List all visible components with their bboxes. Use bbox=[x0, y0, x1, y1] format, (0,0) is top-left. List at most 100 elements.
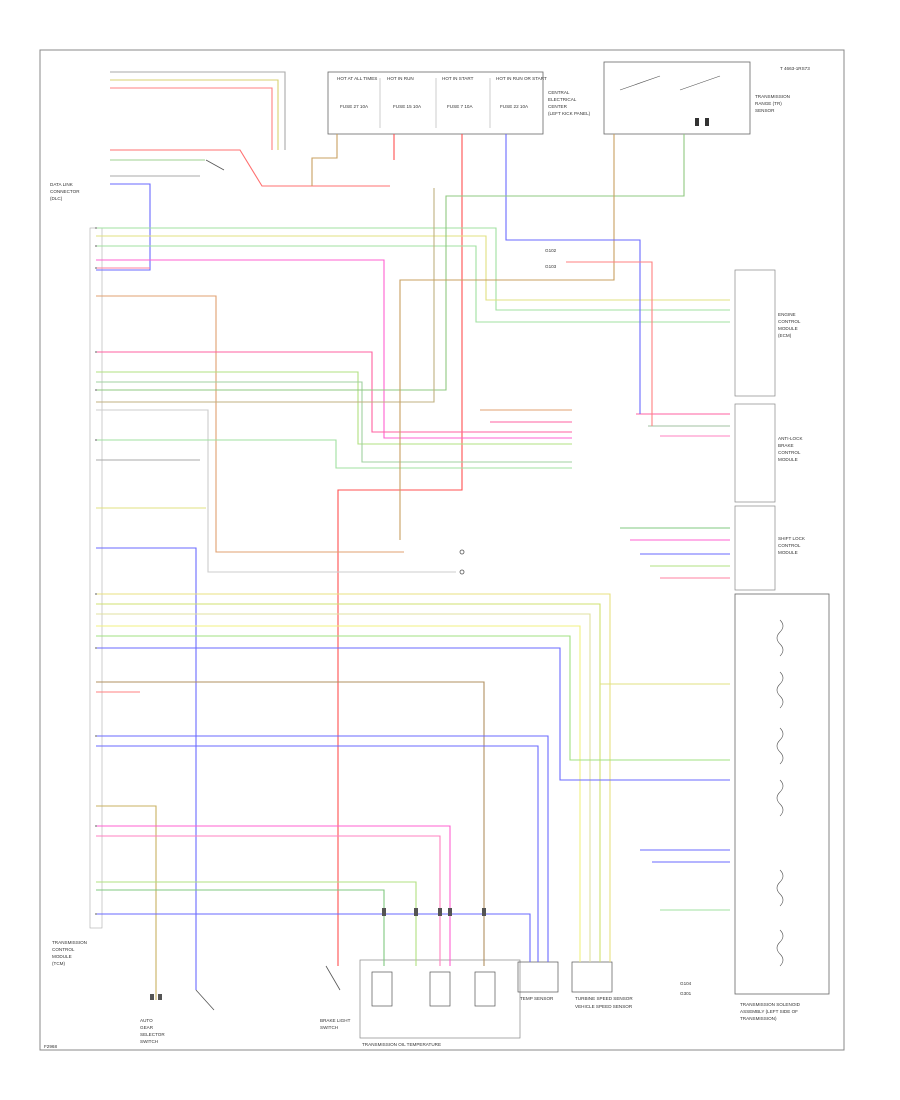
fuse-panel: HOT AT ALL TIMES HOT IN RUN HOT IN START… bbox=[327, 71, 547, 135]
ecm-label-2: CONTROL bbox=[778, 319, 801, 324]
tcm-label-3: MODULE bbox=[52, 954, 72, 959]
wire bbox=[96, 371, 572, 445]
wire bbox=[96, 745, 539, 962]
bottom-label-4: SWITCH bbox=[140, 1039, 158, 1044]
wire bbox=[96, 681, 485, 966]
bottom-label-2: GEAR bbox=[140, 1025, 154, 1030]
wire bbox=[96, 227, 730, 311]
ground-label-3: G104 bbox=[680, 981, 692, 986]
wire bbox=[337, 134, 463, 966]
wire bbox=[96, 735, 549, 962]
fuse-hot-label-4: HOT IN RUN OR START bbox=[496, 76, 547, 81]
wire bbox=[96, 625, 581, 962]
bottom-label-7: TRANSMISSION OIL TEMPERATURE bbox=[362, 1042, 441, 1047]
wire bbox=[96, 889, 385, 966]
speed-sensor-box bbox=[474, 971, 496, 1007]
wire bbox=[96, 805, 157, 1000]
dlc-label-3: (DLC) bbox=[50, 196, 63, 201]
bottom-label-5: BRAKE LIGHT bbox=[320, 1018, 351, 1023]
shiftlock-label-2: CONTROL bbox=[778, 543, 801, 548]
dlc-label-2: CONNECTOR bbox=[50, 189, 80, 194]
wire bbox=[96, 593, 611, 962]
bottom-connectors bbox=[150, 908, 486, 1000]
bottom-label-8: TEMP SENSOR bbox=[520, 996, 554, 1001]
wire bbox=[96, 409, 456, 573]
fuse-hot-label-2: HOT IN RUN bbox=[387, 76, 414, 81]
figure-code: F2968 bbox=[44, 1044, 57, 1049]
trs-label-2: RANGE (TR) bbox=[755, 101, 782, 106]
wire bbox=[399, 134, 615, 540]
fuse-hot-label-3: HOT IN START bbox=[442, 76, 474, 81]
solenoid-label-2: ASSEMBLY (LEFT SIDE OF bbox=[740, 1009, 798, 1014]
diagram-border bbox=[39, 49, 845, 1051]
wire bbox=[96, 295, 404, 553]
wire bbox=[96, 635, 730, 761]
fuse-panel-name-4: (LEFT KICK PANEL) bbox=[548, 111, 591, 116]
trs-label-3: SENSOR bbox=[755, 108, 775, 113]
ecm-label-3: MODULE bbox=[778, 326, 798, 331]
fuse-panel-name-3: CENTER bbox=[548, 104, 568, 109]
tcm-label-2: CONTROL bbox=[52, 947, 75, 952]
fuse-hot-label-1: HOT AT ALL TIMES bbox=[337, 76, 377, 81]
wire bbox=[566, 261, 653, 426]
page-code: T 4663-1RS73 bbox=[780, 66, 810, 71]
bottom-label-10: VEHICLE SPEED SENSOR bbox=[575, 1004, 633, 1009]
wire bbox=[96, 835, 441, 966]
wire bbox=[96, 183, 151, 271]
wire bbox=[96, 825, 451, 966]
wire bbox=[96, 913, 531, 962]
ground-label-1: G102 bbox=[545, 248, 557, 253]
wire bbox=[96, 603, 601, 962]
wire bbox=[96, 351, 572, 433]
tcm-label-4: (TCM) bbox=[52, 961, 65, 966]
tcm-label-1: TRANSMISSION bbox=[52, 940, 87, 945]
shiftlock-label-1: SHIFT LOCK bbox=[778, 536, 806, 541]
wire bbox=[110, 71, 286, 150]
wire bbox=[96, 245, 730, 323]
transmission-range-sensor bbox=[603, 61, 751, 135]
wire bbox=[96, 613, 591, 962]
temp-sensor-box bbox=[371, 971, 393, 1007]
abs-block bbox=[734, 403, 776, 503]
wire bbox=[96, 647, 730, 781]
wire bbox=[110, 87, 273, 150]
bottom-label-3: SELECTOR bbox=[140, 1032, 165, 1037]
wire bbox=[110, 79, 279, 150]
wire bbox=[96, 188, 435, 403]
wire bbox=[96, 134, 685, 391]
wire bbox=[311, 134, 338, 186]
fuse-panel-name-2: ELECTRICAL bbox=[548, 97, 577, 102]
wire bbox=[96, 381, 572, 463]
tcm-connector-frame bbox=[89, 227, 103, 929]
tcm-pins bbox=[95, 227, 97, 915]
solenoid-assembly bbox=[734, 593, 830, 995]
abs-label-4: MODULE bbox=[778, 457, 798, 462]
ecm-label-4: (ECM) bbox=[778, 333, 792, 338]
tcc-solenoid-box bbox=[517, 961, 559, 993]
shift-lock-block bbox=[734, 505, 776, 591]
wire bbox=[96, 439, 572, 469]
wire bbox=[110, 149, 390, 187]
wire bbox=[96, 235, 730, 301]
ground-label-4: G301 bbox=[680, 991, 692, 996]
ground-label-2: G103 bbox=[545, 264, 557, 269]
solenoid-label-3: TRANSMISSION) bbox=[740, 1016, 777, 1021]
fuse-label-3: FUSE 7 10A bbox=[447, 104, 473, 109]
bottom-label-6: SWITCH bbox=[320, 1025, 338, 1030]
wire bbox=[96, 547, 197, 990]
wire-group bbox=[96, 71, 730, 1000]
fuse-label-4: FUSE 22 10A bbox=[500, 104, 529, 109]
fuse-panel-name-1: CENTRAL bbox=[548, 90, 570, 95]
wire bbox=[96, 881, 417, 966]
trs-label-1: TRANSMISSION bbox=[755, 94, 790, 99]
switch-symbols bbox=[195, 159, 465, 1011]
ecm-block bbox=[734, 269, 776, 397]
dlc-label-1: DATA LINK bbox=[50, 182, 74, 187]
ecm-label-1: ENGINE bbox=[778, 312, 796, 317]
shiftlock-label-3: MODULE bbox=[778, 550, 798, 555]
epc-solenoid-box bbox=[571, 961, 613, 993]
bottom-label-1: AUTO bbox=[140, 1018, 153, 1023]
abs-label-2: BRAKE bbox=[778, 443, 794, 448]
turbine-sensor-box bbox=[429, 971, 451, 1007]
